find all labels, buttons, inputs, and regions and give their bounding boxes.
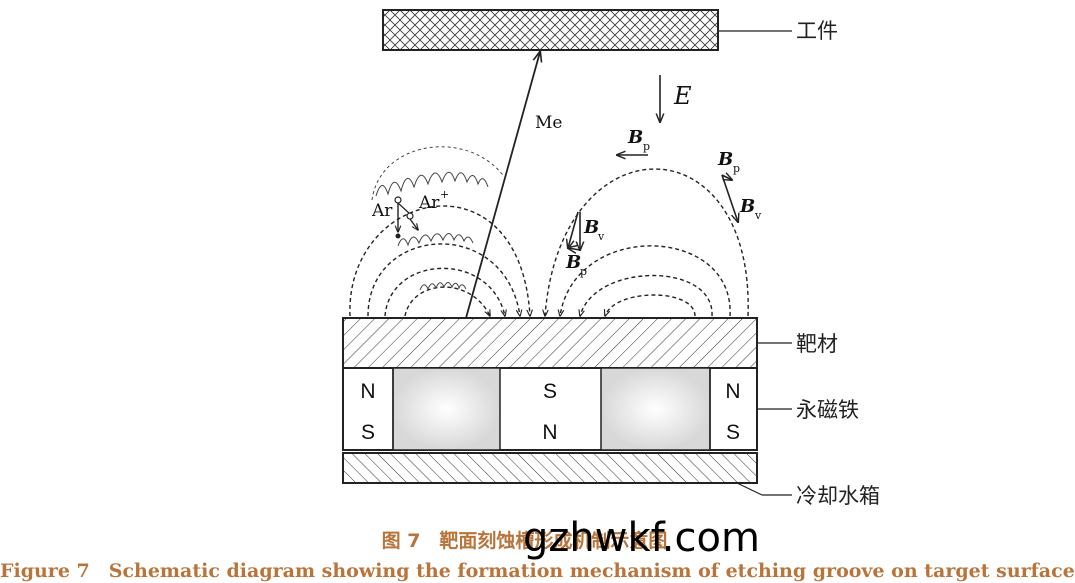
ar-label: Ar xyxy=(371,201,393,221)
cooling-box xyxy=(342,452,758,484)
ar-ion-label: Ar xyxy=(418,193,440,213)
filler-left xyxy=(392,367,501,451)
bv-label-right: B xyxy=(739,196,755,217)
magnet-center-top: S xyxy=(543,380,557,403)
bp-sub-right: p xyxy=(733,162,740,175)
ar-ion-sup: + xyxy=(440,188,449,201)
caption-english: Figure 7 Schematic diagram showing the f… xyxy=(0,560,1075,582)
bv-sub-mid: v xyxy=(597,230,605,243)
bp-label-right: B xyxy=(717,149,733,170)
sputtered-atom-path xyxy=(465,52,540,319)
cooling-label: 冷却水箱 xyxy=(796,484,880,508)
right-field-lines xyxy=(545,168,749,316)
me-label: Me xyxy=(535,113,562,133)
workpiece-plate xyxy=(382,9,719,51)
bv-sub-right: v xyxy=(754,209,762,222)
argon-particles xyxy=(394,196,418,239)
magnet-left-top: N xyxy=(360,380,375,403)
magnet-center-bottom: N xyxy=(542,421,557,444)
bv-label-mid: B xyxy=(583,217,599,238)
caption-chinese: 图 7 靶面刻蚀槽形成机制示意图 xyxy=(381,530,668,552)
workpiece-label: 工件 xyxy=(796,19,838,43)
magnet-right-bottom: S xyxy=(726,421,740,444)
filler-right xyxy=(600,367,711,451)
left-field-lines xyxy=(349,205,530,316)
magnet-right-top: N xyxy=(725,380,740,403)
magnet-label: 永磁铁 xyxy=(796,398,859,422)
electron-spirals xyxy=(371,146,506,291)
diagram-canvas: 工件 E Me Ar Ar + xyxy=(342,9,880,508)
target-plate xyxy=(342,317,758,369)
b-vectors xyxy=(568,155,738,250)
cooling-leader xyxy=(736,482,763,496)
magnet-left-bottom: S xyxy=(361,421,375,444)
bp-label-mid: B xyxy=(565,252,581,273)
bp-sub-mid: p xyxy=(580,265,587,278)
e-field-label: E xyxy=(673,82,692,110)
watermark: gzhwkf.com xyxy=(523,515,760,561)
bp-label-top: B xyxy=(627,127,643,148)
target-label: 靶材 xyxy=(796,332,838,356)
bp-sub-top: p xyxy=(643,140,650,153)
